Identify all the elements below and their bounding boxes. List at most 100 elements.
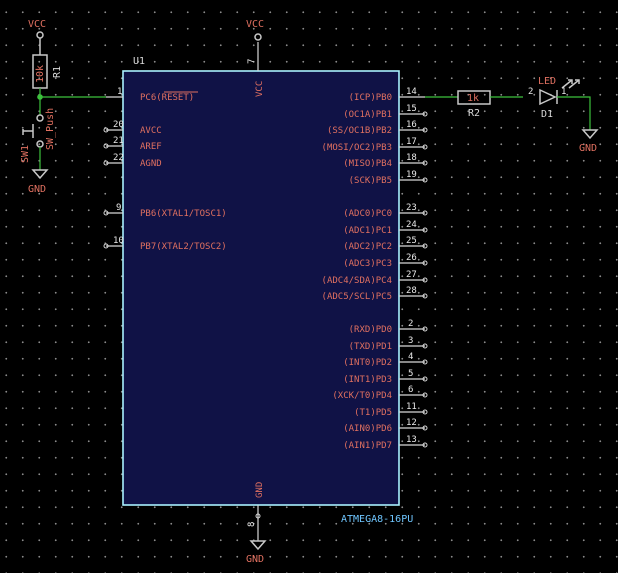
pin-number: 15 (406, 104, 417, 114)
chip-pin-right[interactable]: 4 (INT0)PD2 (343, 352, 428, 368)
pin-name: (AIN0)PD6 (343, 424, 392, 434)
pin-name: (TXD)PD1 (349, 342, 392, 352)
switch-sw1[interactable]: SW_Push SW1 (20, 108, 56, 163)
chip-pin-right[interactable]: 6 (XCK/T0)PD4 (332, 385, 428, 401)
pin-number: 22 (113, 153, 124, 163)
chip-left-pins: 1 PC6(RESET) 20 AVCC 21 AREF 22 AGND (103, 87, 227, 252)
chip-pin-left[interactable]: 20 AVCC (103, 120, 162, 136)
chip-pin-right[interactable]: 13 (AIN1)PD7 (343, 435, 428, 451)
pin-name: (XCK/T0)PD4 (332, 391, 392, 401)
pin-number: 11 (406, 402, 417, 412)
pin-name: (AIN1)PD7 (343, 441, 392, 451)
pin-number: 17 (406, 137, 417, 147)
sw1-ref: SW1 (20, 145, 31, 163)
chip-pin-right[interactable]: 26 (ADC3)PC3 (343, 253, 428, 269)
chip-pin-right[interactable]: 5 (INT1)PD3 (343, 369, 428, 385)
gnd-left-label: GND (28, 184, 46, 195)
led-ref: D1 (541, 109, 553, 120)
wire-led-gnd[interactable] (557, 96, 591, 130)
chip-pin-left[interactable]: 22 AGND (103, 153, 162, 169)
vcc-power-symbol-left[interactable]: VCC (28, 19, 46, 55)
chip-pin-right[interactable]: 27 (ADC4/SDA)PC4 (322, 270, 428, 286)
pin-name: (ADC4/SDA)PC4 (322, 276, 392, 286)
led-d1[interactable]: 2 1 LED D1 (528, 76, 580, 120)
chip-pin-right[interactable]: 3 (TXD)PD1 (349, 336, 428, 352)
chip-pin-right[interactable]: 12 (AIN0)PD6 (343, 418, 428, 434)
chip-value: ATMEGA8-16PU (341, 514, 413, 525)
resistor-r1[interactable]: 10k R1 (32, 54, 63, 89)
chip-pin-right[interactable]: 15 (OC1A)PB1 (343, 104, 428, 120)
chip-pin-right[interactable]: 28 (ADC5/SCL)PC5 (322, 286, 428, 302)
pin-number: 21 (113, 136, 124, 146)
pin-number: 1 (117, 87, 122, 97)
chip-pin-left[interactable]: 21 AREF (103, 136, 162, 152)
resistor-r2[interactable]: 1k R2 (457, 90, 491, 119)
sw1-value: SW_Push (45, 108, 56, 150)
chip-gnd-pin-num: 8 (247, 522, 257, 527)
r2-ref: R2 (468, 108, 480, 119)
pin-name: AGND (140, 159, 162, 169)
pin-number: 18 (406, 153, 417, 163)
pin-name: (SCK)PB5 (349, 176, 392, 186)
chip-pin-right[interactable]: 19 (SCK)PB5 (349, 170, 428, 186)
pin-name: PB7(XTAL2/TOSC2) (140, 242, 227, 252)
pin-name: AVCC (140, 126, 162, 136)
pin-number: 25 (406, 236, 417, 246)
chip-pin-left[interactable]: 10 PB7(XTAL2/TOSC2) (103, 236, 227, 252)
chip-pin-right[interactable]: 24 (ADC1)PC1 (343, 220, 428, 236)
pin-name: (ADC2)PC2 (343, 242, 392, 252)
vcc-left-label: VCC (28, 19, 46, 30)
gnd-led-label: GND (579, 143, 597, 154)
pin-name: (ADC5/SCL)PC5 (322, 292, 392, 302)
chip-pin-right[interactable]: 25 (ADC2)PC2 (343, 236, 428, 252)
chip-pin-right[interactable]: 23 (ADC0)PC0 (343, 203, 428, 219)
pin-name: (MISO)PB4 (343, 159, 392, 169)
gnd-power-symbol-led[interactable]: GND (579, 129, 599, 154)
gnd-chip-label: GND (246, 554, 264, 565)
chip-pin-left[interactable]: 9 PB6(XTAL1/TOSC1) (103, 203, 227, 219)
pin-number: 19 (406, 170, 417, 180)
chip-pin-right[interactable]: 18 (MISO)PB4 (343, 153, 428, 169)
chip-vcc-pin-num: 7 (247, 59, 257, 64)
r1-value: 10k (35, 65, 46, 83)
pin-name: PB6(XTAL1/TOSC1) (140, 209, 227, 219)
pin-number: 28 (406, 286, 417, 296)
chip-pin-right[interactable]: 2 (RXD)PD0 (349, 319, 428, 335)
pin-name: (ICP)PB0 (349, 93, 392, 103)
pin-number: 5 (408, 369, 413, 379)
pin-number: 13 (406, 435, 417, 445)
pin-name: (SS/OC1B)PB2 (327, 126, 392, 136)
led-value: LED (538, 76, 556, 87)
chip-ref: U1 (133, 56, 145, 67)
chip-pin-left[interactable]: 1 PC6(RESET) (106, 87, 198, 103)
r2-value: 1k (467, 93, 479, 104)
chip-pin-right[interactable]: 17 (MOSI/OC2)PB3 (322, 137, 428, 153)
pin-number: 27 (406, 270, 417, 280)
pin-name: PC6(RESET) (140, 93, 194, 103)
pin-number: 2 (408, 319, 413, 329)
gnd-power-symbol-left[interactable]: GND (28, 169, 49, 195)
pin-number: 24 (406, 220, 417, 230)
pin-number: 3 (408, 336, 413, 346)
pin-number: 10 (113, 236, 124, 246)
pin-number: 4 (408, 352, 413, 362)
pin-number: 12 (406, 418, 417, 428)
pin-name: (ADC3)PC3 (343, 259, 392, 269)
pin-name: (INT1)PD3 (343, 375, 392, 385)
pin-name: (T1)PD5 (354, 408, 392, 418)
led-pin-a: 2 (528, 87, 533, 97)
chip-pin-right[interactable]: 14 (ICP)PB0 (349, 87, 425, 103)
pin-name: AREF (140, 142, 162, 152)
chip-pin-right[interactable]: 11 (T1)PD5 (354, 402, 428, 418)
pin-number: 9 (116, 203, 121, 213)
junction-dot (37, 94, 43, 100)
chip-u1[interactable]: U1 ATMEGA8-16PU VCC 7 VCC 8 GND GND 1 PC… (103, 19, 428, 565)
pin-number: 23 (406, 203, 417, 213)
pin-name: (ADC1)PC1 (343, 226, 392, 236)
chip-gnd-pin-name: GND (255, 482, 265, 498)
chip-body[interactable] (122, 70, 400, 506)
pin-number: 6 (408, 385, 413, 395)
pin-number: 20 (113, 120, 124, 130)
chip-pin-right[interactable]: 16 (SS/OC1B)PB2 (327, 120, 428, 136)
